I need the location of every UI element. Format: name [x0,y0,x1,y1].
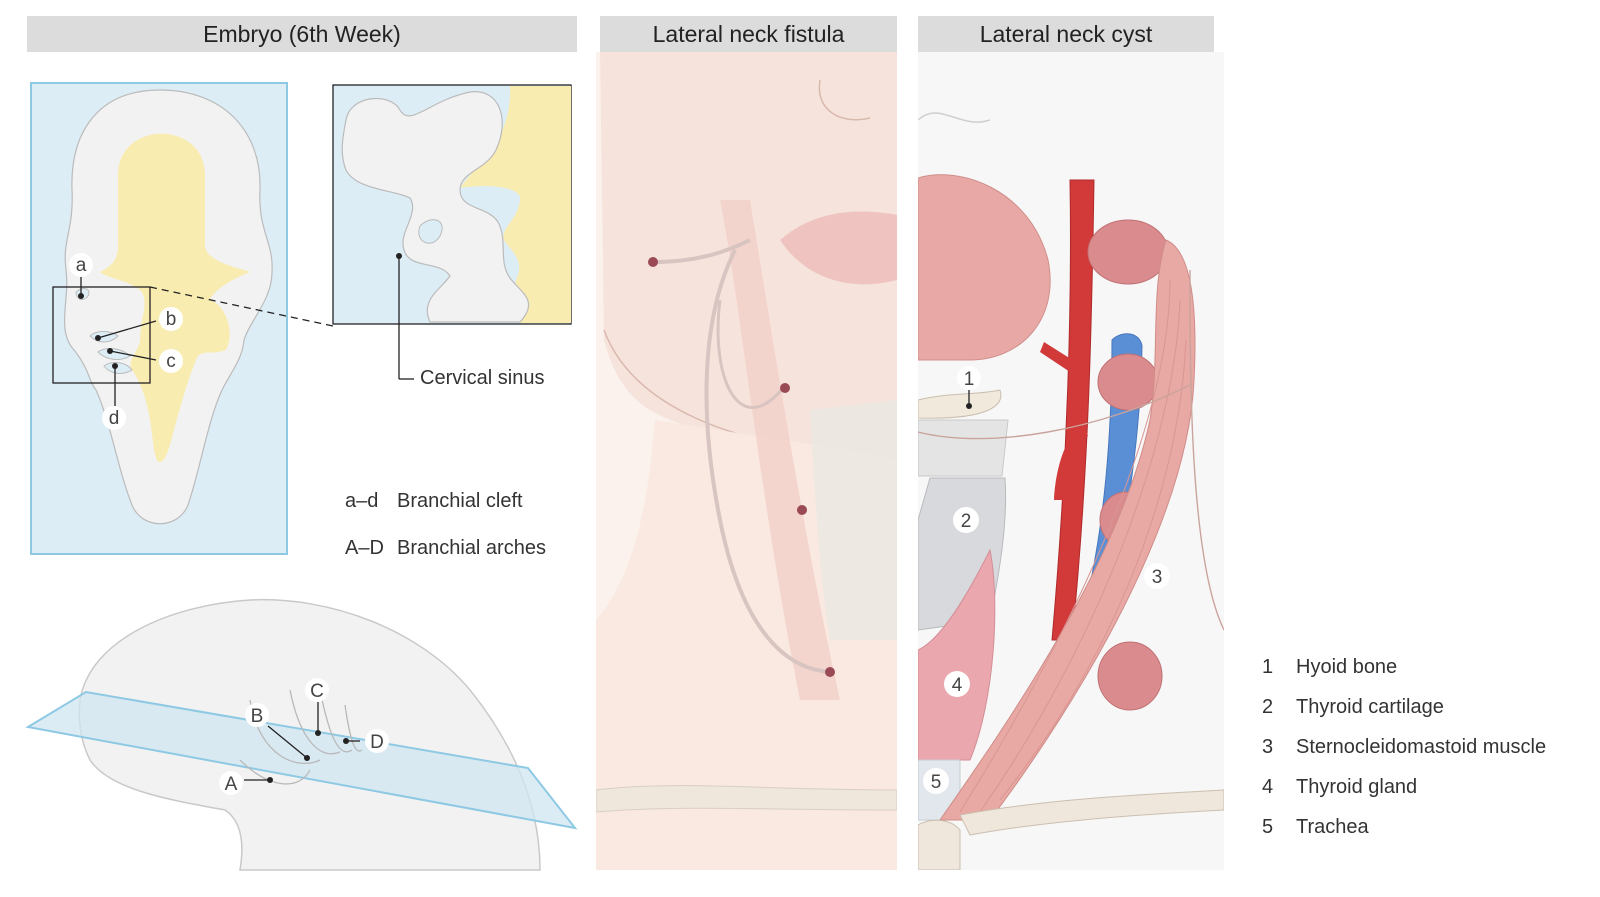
thyroid-gland [918,548,996,761]
inset-tissue [341,91,530,323]
inset-cleft [418,219,443,244]
label-c: c [166,351,176,372]
label-A-badge [219,771,243,795]
fistula-opening-3 [797,505,807,515]
cyst-badge-2-text: 2 [961,511,972,532]
fistula-opening-1 [648,257,658,267]
label-A: A [225,774,238,795]
key-arches-code: A–D [345,537,384,559]
larynx-faded [810,400,897,640]
thyroid-membrane [918,419,1009,477]
key-arches-text: Branchial arches [397,537,546,559]
lateral-neck-fistula-illustration [596,52,897,870]
label-c-badge [159,349,183,373]
cyst-badge-1 [957,366,981,390]
lips [780,211,897,285]
cyst-lower [1097,641,1163,711]
fistula-panel-title: Lateral neck fistula [600,16,897,52]
cervical-sinus-label: Cervical sinus [420,367,545,389]
clavicle-faded [596,785,897,813]
cyst-badge-3 [1144,563,1170,589]
label-C-badge [305,678,329,702]
fistula-tract [654,238,833,674]
cyst-badge-2 [953,507,979,533]
cyst-badge-5-text: 5 [931,772,942,793]
branchial-cleft-c [97,348,131,360]
inset-neural-tube [460,86,571,323]
zoom-box [52,286,151,384]
tongue [918,174,1051,361]
lateral-neck-cyst-illustration: 1 2 3 4 5 [918,52,1224,870]
key-clefts-code: a–d [345,490,379,512]
section-plane [25,690,578,830]
clavicle [959,789,1224,836]
artery-branch-upper [1040,342,1082,376]
artery-branch-lower [1054,425,1088,500]
embryo-cross-section: a b c d [30,82,572,555]
cyst-upper [1087,219,1169,285]
neck-outline [1189,269,1224,631]
fistula-opening-4 [825,667,835,677]
branchial-cleft-d [103,362,133,374]
label-B: B [251,706,264,727]
cyst-mid [1097,353,1159,411]
neural-tube [100,133,250,462]
embryo-lateral-view: A B C D [25,598,578,871]
hyoid-bone [918,389,1002,419]
label-d-badge [102,406,126,430]
label-D: D [370,732,384,753]
label-b-badge [159,307,183,331]
embryo-panel-title: Embryo (6th Week) [27,16,577,52]
sternocleidomastoid-faded [720,200,840,700]
cyst-badge-5 [923,768,949,794]
label-D-badge [365,729,389,753]
cyst-panel-title: Lateral neck cyst [918,16,1214,52]
nose [818,79,871,121]
cyst-badge-4 [944,671,970,697]
cyst-badge-1-text: 1 [964,369,975,390]
label-a-badge [69,253,93,277]
cyst-badge-3-text: 3 [1152,567,1163,588]
fistula-opening-2 [780,383,790,393]
jaw-outline [918,384,1191,440]
label-b: b [166,309,177,330]
key-clefts-text: Branchial cleft [397,490,523,512]
label-C: C [310,681,324,702]
label-B-badge [245,703,269,727]
label-a: a [76,255,87,276]
cyst-badge-4-text: 4 [952,675,963,696]
label-d: d [109,408,120,429]
